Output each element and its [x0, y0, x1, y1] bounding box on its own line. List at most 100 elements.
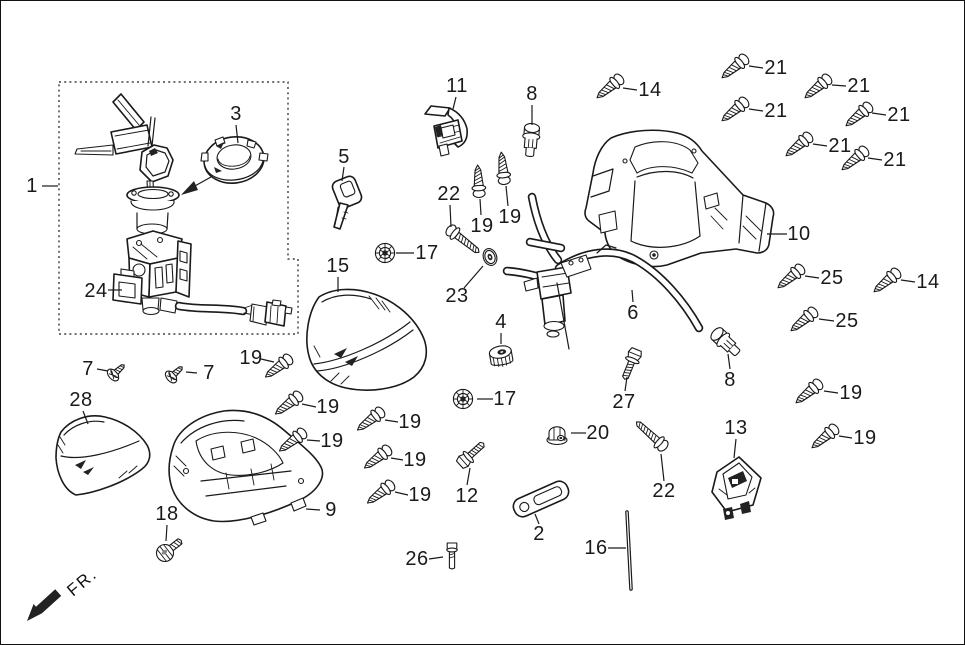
hex-bolt-part-12 — [454, 437, 489, 471]
part-callout-28-visor-panel: 28 — [69, 389, 93, 411]
leader-line-19 — [394, 491, 409, 496]
part-callout-21-tapping-screw: 21 — [828, 135, 852, 157]
tap-screw-part-25 — [773, 261, 808, 294]
leader-line-21 — [871, 112, 887, 116]
leader-line-9 — [305, 508, 321, 511]
small-bolt-part-26 — [446, 542, 458, 570]
brand-logo-icon — [75, 460, 94, 475]
leader-line-11 — [452, 96, 457, 110]
part-callout-5-blank-key: 5 — [338, 146, 350, 168]
leader-line-22 — [449, 204, 452, 228]
leader-line-13 — [733, 438, 737, 459]
leader-line-3 — [235, 124, 239, 144]
tap-screw-part-19 — [791, 376, 826, 409]
cap-nut-part-20 — [546, 426, 568, 446]
star-nut-part-17 — [452, 388, 474, 410]
part-callout-7-flat-screw: 7 — [203, 362, 215, 384]
leader-line-25 — [804, 275, 820, 279]
part-callout-6-handlebar-pipe: 6 — [627, 302, 639, 324]
part-callout-14-tapping-screw: 14 — [916, 271, 940, 293]
part-callout-21-tapping-screw: 21 — [764, 57, 788, 79]
leader-line-18 — [165, 524, 168, 542]
part-callout-19-tapping-screw: 19 — [403, 449, 427, 471]
part-callout-23-washer: 23 — [445, 285, 469, 307]
leader-line-19 — [505, 185, 509, 207]
part-callout-19-tapping-screw: 19 — [320, 430, 344, 452]
leader-line-19 — [301, 403, 317, 408]
assembly-1-dashed-box — [58, 81, 299, 335]
leader-line-19 — [838, 435, 853, 439]
cover-bracket — [424, 105, 468, 157]
part-callout-25-tapping-screw: 25 — [835, 310, 859, 332]
leader-lines-layer — [42, 65, 916, 560]
rod — [625, 510, 633, 591]
handlebar-front-cover — [168, 409, 324, 526]
part-callout-21-tapping-screw: 21 — [883, 149, 907, 171]
long-screw-part-22 — [631, 416, 672, 455]
part-callout-2-stay-plate: 2 — [533, 523, 545, 545]
grommet-part-4 — [487, 343, 515, 369]
tap-screw-part-25 — [786, 304, 821, 337]
leader-line-19 — [479, 198, 482, 216]
washer-part-23 — [480, 246, 500, 268]
part-callout-8-bulb-socket: 8 — [526, 83, 538, 105]
part-callout-8-bulb-socket: 8 — [724, 369, 736, 391]
tap-screw-part-19 — [352, 404, 388, 436]
leader-line-21 — [748, 65, 764, 69]
part-callout-19-tapping-screw: 19 — [398, 411, 422, 433]
bulb-socket-part-8 — [707, 324, 745, 361]
visor-panel — [55, 415, 151, 496]
part-callout-19-tapping-screw: 19 — [470, 215, 494, 237]
leader-line-14 — [622, 87, 638, 91]
part-callout-18-knob-bolt: 18 — [155, 503, 179, 525]
part-callout-19-tapping-screw: 19 — [839, 382, 863, 404]
part-callout-15-windscreen-garnish: 15 — [326, 255, 350, 277]
leader-line-21 — [748, 108, 764, 112]
part-callout-11-cover-bracket: 11 — [446, 75, 468, 97]
tap-screw-part-21 — [717, 51, 752, 84]
part-callout-4-grommet: 4 — [495, 311, 507, 333]
part-callout-17-push-nut: 17 — [415, 242, 439, 264]
tap-screw-part-19 — [362, 477, 398, 509]
part-callout-9-handlebar-front-cover: 9 — [325, 499, 337, 521]
part-callout-1-ignition-switch-assembly: 1 — [26, 175, 38, 197]
leader-line-28 — [82, 410, 89, 425]
tap-screw-part-21 — [717, 94, 752, 127]
part-callout-16-rod: 16 — [584, 537, 608, 559]
tap-screw-part-21 — [841, 99, 876, 132]
tap-screw-part-19 — [270, 388, 306, 420]
stay-plate — [512, 480, 570, 518]
part-callout-21-tapping-screw: 21 — [764, 100, 788, 122]
fr-label: FR. — [63, 564, 101, 600]
part-callout-19-tapping-screw: 19 — [239, 347, 263, 369]
tap-screw-part-19 — [493, 150, 512, 186]
part-callout-27-flange-bolt: 27 — [612, 391, 636, 413]
part-callout-20-cap-nut: 20 — [586, 422, 610, 444]
tap-screw-part-19 — [260, 351, 296, 383]
part-callout-19-tapping-screw: 19 — [408, 484, 432, 506]
windscreen-garnish — [306, 288, 428, 391]
flat-screw-part-7 — [162, 361, 188, 386]
part-callout-21-tapping-screw: 21 — [847, 75, 871, 97]
blank-key — [331, 175, 363, 230]
leader-line-21 — [831, 84, 847, 87]
part-callout-26-bolt: 26 — [405, 548, 429, 570]
handlebar-rear-cover — [584, 129, 775, 268]
leader-line-23 — [463, 265, 484, 289]
ignition-switch-assembly — [74, 93, 293, 327]
leader-line-7 — [185, 371, 198, 374]
leader-line-14 — [900, 279, 916, 283]
part-callout-19-tapping-screw: 19 — [498, 206, 522, 228]
part-callout-19-tapping-screw: 19 — [853, 427, 877, 449]
switch-unit — [711, 456, 762, 520]
part-callout-17-push-nut: 17 — [493, 388, 517, 410]
leader-line-19 — [384, 419, 399, 423]
tap-screw-part-19 — [807, 421, 842, 454]
knob-bolt-part-18 — [152, 533, 187, 566]
leader-line-7 — [96, 368, 109, 372]
leader-line-25 — [818, 318, 835, 322]
leader-line-12 — [466, 467, 471, 486]
hex-bolt-part-27 — [617, 346, 644, 383]
leader-line-2 — [534, 513, 540, 525]
leader-line-5 — [341, 166, 345, 182]
